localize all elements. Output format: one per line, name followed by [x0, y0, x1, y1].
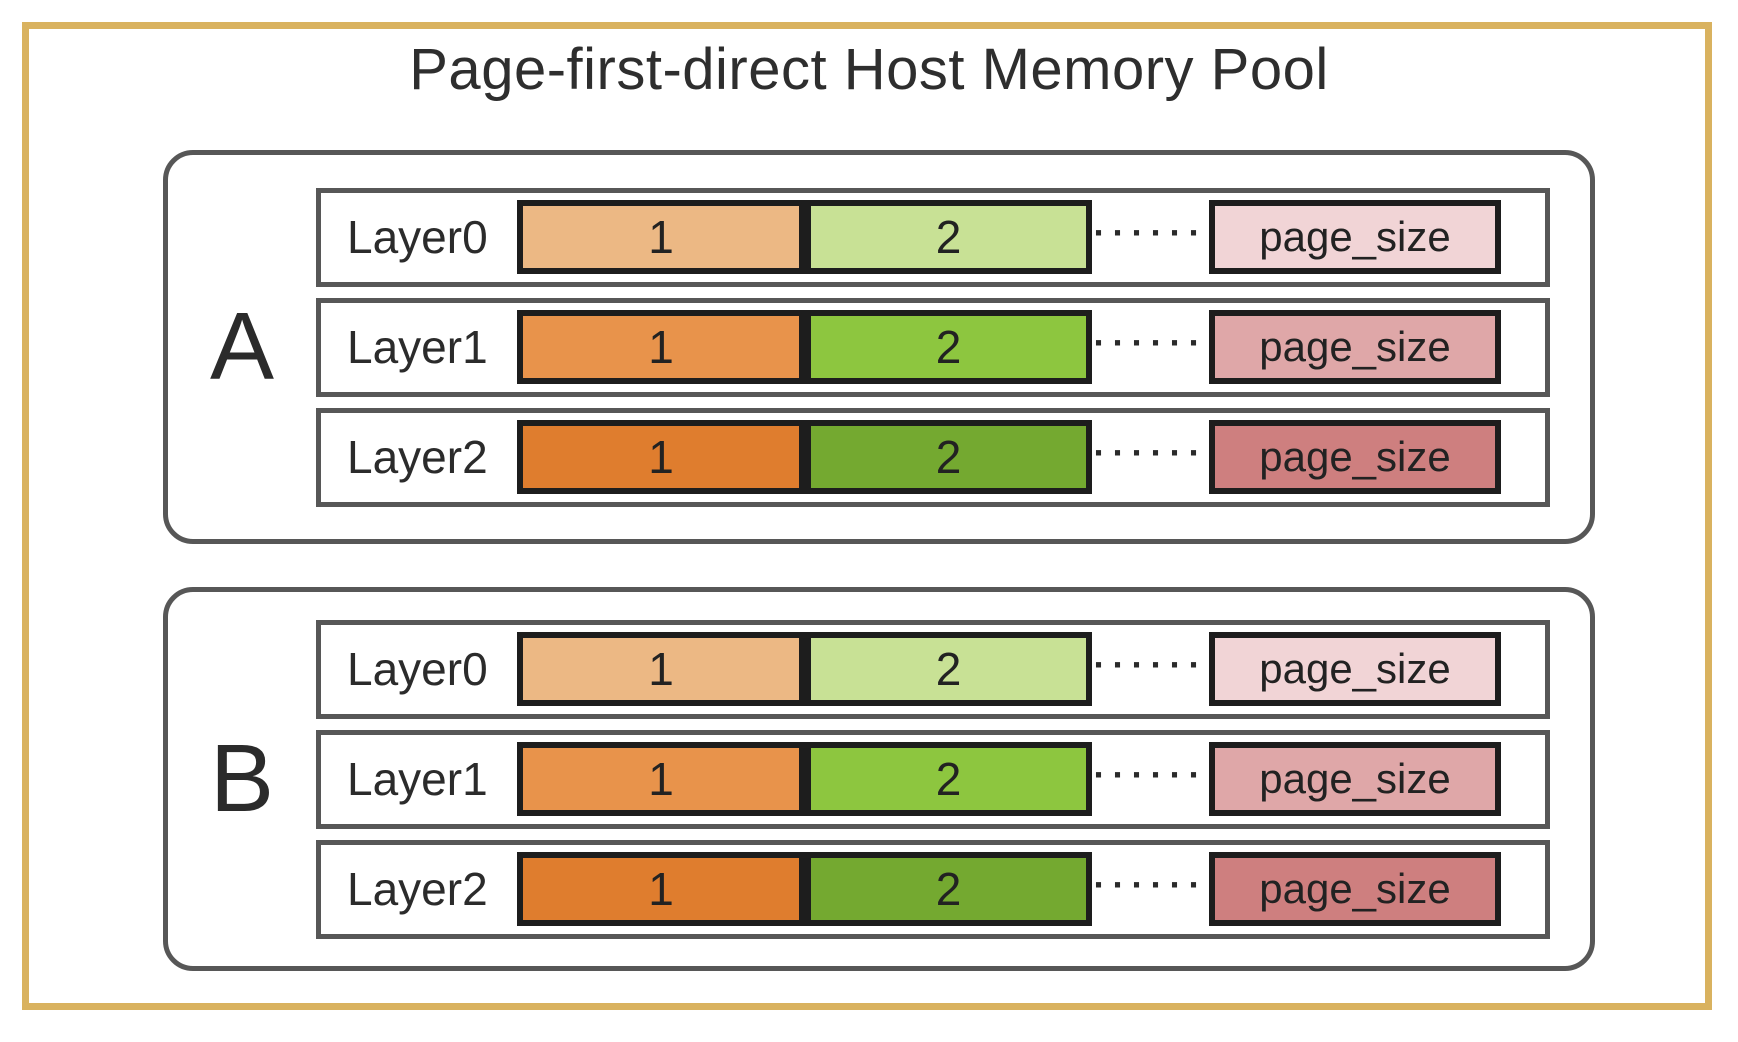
page-block-1: 1 — [517, 632, 805, 706]
group-a-container: A Layer0 1 2 ······ page_size Layer1 1 2… — [163, 150, 1595, 544]
ellipsis-dots: ······ — [1093, 867, 1208, 903]
page-size-block: page_size — [1209, 310, 1501, 384]
layer-label: Layer0 — [347, 643, 488, 695]
layer-label: Layer2 — [347, 431, 488, 483]
layer-label: Layer1 — [347, 753, 488, 805]
page-block-1: 1 — [517, 742, 805, 816]
layer-row: Layer2 1 2 ······ page_size — [316, 839, 1550, 939]
page-block-2: 2 — [805, 200, 1092, 274]
layer-label: Layer1 — [347, 321, 488, 373]
page-size-block: page_size — [1209, 632, 1501, 706]
ellipsis-dots: ······ — [1093, 647, 1208, 683]
layer-row: Layer0 1 2 ······ page_size — [316, 619, 1550, 719]
page-block-2: 2 — [805, 310, 1092, 384]
layer-row: Layer2 1 2 ······ page_size — [316, 407, 1550, 507]
page-size-block: page_size — [1209, 420, 1501, 494]
page-size-block: page_size — [1209, 852, 1501, 926]
page-size-block: page_size — [1209, 200, 1501, 274]
layer-label: Layer2 — [347, 863, 488, 915]
group-a-rows: Layer0 1 2 ······ page_size Layer1 1 2 ·… — [316, 155, 1590, 539]
page-block-1: 1 — [517, 200, 805, 274]
page-block-1: 1 — [517, 420, 805, 494]
ellipsis-dots: ······ — [1093, 435, 1208, 471]
ellipsis-dots: ······ — [1093, 215, 1208, 251]
page-block-2: 2 — [805, 632, 1092, 706]
ellipsis-dots: ······ — [1093, 757, 1208, 793]
group-b-container: B Layer0 1 2 ······ page_size Layer1 1 2… — [163, 587, 1595, 971]
layer-row: Layer0 1 2 ······ page_size — [316, 187, 1550, 287]
layer-row: Layer1 1 2 ······ page_size — [316, 729, 1550, 829]
page-block-2: 2 — [805, 852, 1092, 926]
group-b-label: B — [209, 725, 275, 832]
group-b-rows: Layer0 1 2 ······ page_size Layer1 1 2 ·… — [316, 592, 1590, 966]
page-block-2: 2 — [805, 420, 1092, 494]
page-block-1: 1 — [517, 310, 805, 384]
page-size-block: page_size — [1209, 742, 1501, 816]
diagram-title: Page-first-direct Host Memory Pool — [409, 37, 1329, 102]
layer-label: Layer0 — [347, 211, 488, 263]
layer-row: Layer1 1 2 ······ page_size — [316, 297, 1550, 397]
group-a-label: A — [209, 293, 275, 400]
page-block-2: 2 — [805, 742, 1092, 816]
ellipsis-dots: ······ — [1093, 325, 1208, 361]
page-block-1: 1 — [517, 852, 805, 926]
